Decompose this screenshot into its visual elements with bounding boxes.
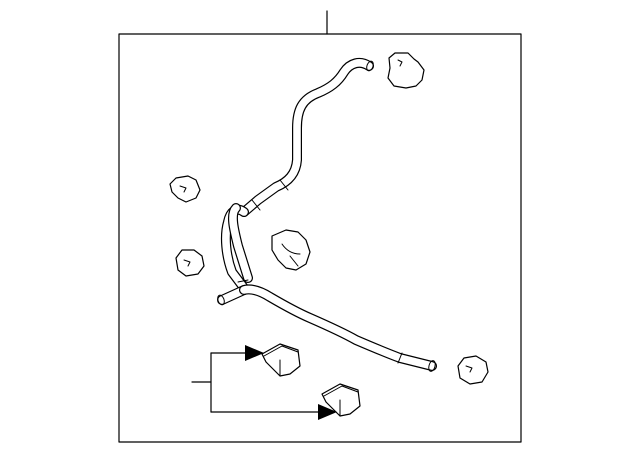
diagram-frame (118, 33, 522, 443)
hose-assembly (217, 57, 437, 372)
callout-bracket (191, 345, 337, 420)
clip-bottom-right (457, 355, 489, 385)
grommet-lower (321, 383, 361, 417)
clip-top-right (387, 52, 425, 89)
bracket-clip-center (271, 229, 311, 271)
arrow-upper-icon (245, 345, 264, 361)
grommet-upper (261, 343, 301, 377)
arrow-lower-icon (318, 404, 337, 420)
